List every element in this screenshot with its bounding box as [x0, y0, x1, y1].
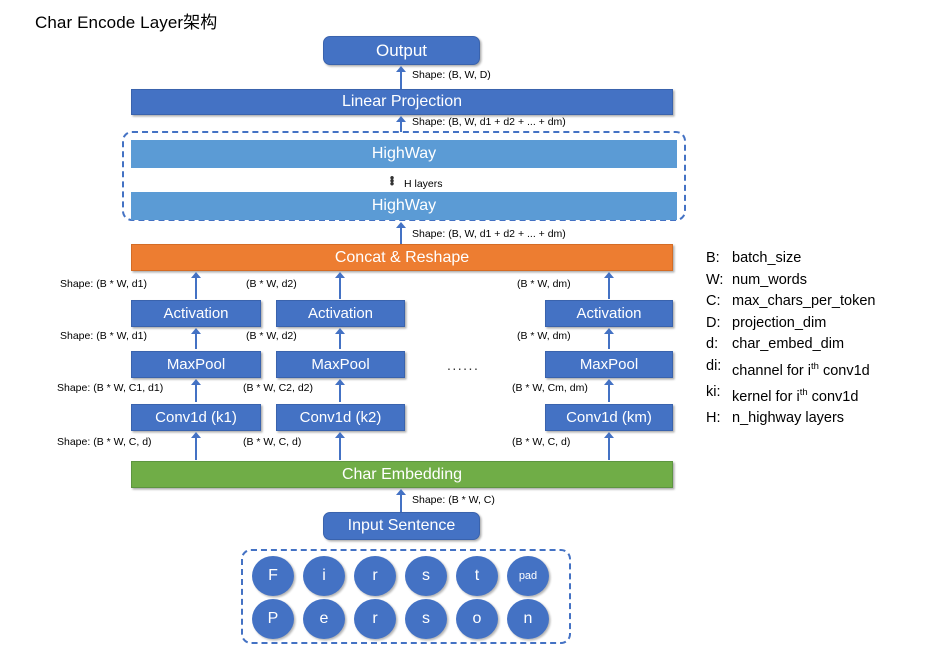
- arrow-colm-embedding-to-conv: [604, 432, 614, 460]
- char-cell[interactable]: t: [456, 556, 498, 596]
- legend-key: W:: [706, 271, 724, 288]
- legend-item-W: W: num_words: [706, 270, 875, 292]
- legend-value: batch_size: [732, 250, 802, 266]
- node-col2-maxpool[interactable]: MaxPool: [276, 351, 405, 378]
- arrow-col2-embedding-to-conv: [335, 432, 345, 460]
- node-col1-maxpool[interactable]: MaxPool: [131, 351, 261, 378]
- node-colm-activation[interactable]: Activation: [545, 300, 673, 327]
- legend-item-C: C: max_chars_per_token: [706, 291, 875, 313]
- vertical-ellipsis-icon: •••: [389, 170, 395, 191]
- arrow-input-to-embedding: [396, 489, 406, 512]
- page-title: Char Encode Layer架构: [35, 13, 218, 32]
- node-concat-reshape[interactable]: Concat & Reshape: [131, 244, 673, 271]
- legend-key: B:: [706, 250, 720, 266]
- shape-label-col1-conv-in: Shape: (B * W, C, d): [57, 436, 152, 448]
- legend-key: D:: [706, 314, 721, 331]
- legend-value: kernel for ith conv1d: [732, 386, 859, 405]
- legend-key: H:: [706, 410, 721, 427]
- node-output[interactable]: Output: [323, 36, 480, 65]
- arrow-col1-maxpool-to-activation: [191, 328, 201, 349]
- shape-label-embedding-in: Shape: (B * W, C): [412, 494, 495, 506]
- shape-label-col2-maxpool-out: (B * W, d2): [246, 330, 297, 342]
- arrow-col1-embedding-to-conv: [191, 432, 201, 460]
- arrow-highway-to-linear: [396, 116, 406, 132]
- legend-key: C:: [706, 293, 721, 309]
- arrow-colm-conv-to-maxpool: [604, 379, 614, 402]
- char-grid-container: [241, 549, 571, 644]
- arrow-colm-activation-to-concat: [604, 272, 614, 299]
- shape-label-col2-activation-out: (B * W, d2): [246, 278, 297, 290]
- arrow-col2-activation-to-concat: [335, 272, 345, 299]
- shape-label-colm-conv-in: (B * W, C, d): [512, 436, 571, 448]
- legend-value: max_chars_per_token: [732, 293, 876, 309]
- columns-ellipsis: ......: [447, 357, 480, 373]
- char-cell[interactable]: i: [303, 556, 345, 596]
- legend-item-ki: ki: kernel for ith conv1d: [706, 382, 875, 408]
- legend-value: char_embed_dim: [732, 336, 845, 352]
- highway-group-container: [122, 131, 686, 221]
- char-cell[interactable]: o: [456, 599, 498, 639]
- char-grid-row-1: F i r s t pad: [252, 556, 549, 596]
- node-colm-conv[interactable]: Conv1d (km): [545, 404, 673, 431]
- shape-label-col2-conv-in: (B * W, C, d): [243, 436, 302, 448]
- legend-item-di: di: channel for ith conv1d: [706, 356, 875, 382]
- char-cell[interactable]: r: [354, 599, 396, 639]
- node-col2-activation[interactable]: Activation: [276, 300, 405, 327]
- node-col1-activation[interactable]: Activation: [131, 300, 261, 327]
- char-cell[interactable]: e: [303, 599, 345, 639]
- legend-value: num_words: [732, 271, 807, 288]
- shape-label-col1-activation-out: Shape: (B * W, d1): [60, 278, 147, 290]
- arrow-col1-conv-to-maxpool: [191, 379, 201, 402]
- node-linear-projection[interactable]: Linear Projection: [131, 89, 673, 115]
- char-grid-row-2: P e r s o n: [252, 599, 549, 639]
- shape-label-col1-conv-out: Shape: (B * W, C1, d1): [57, 382, 164, 394]
- legend: B: batch_size W: num_words C: max_chars_…: [706, 248, 875, 430]
- char-cell[interactable]: s: [405, 556, 447, 596]
- node-colm-maxpool[interactable]: MaxPool: [545, 351, 673, 378]
- arrow-concat-to-highway: [396, 222, 406, 244]
- h-layers-note: H layers: [404, 178, 443, 190]
- node-highway-bottom[interactable]: HighWay: [131, 192, 677, 220]
- arrow-col2-maxpool-to-activation: [335, 328, 345, 349]
- shape-label-colm-conv-out: (B * W, Cm, dm): [512, 382, 588, 394]
- shape-label-output-in: Shape: (B, W, D): [412, 69, 491, 81]
- char-cell[interactable]: P: [252, 599, 294, 639]
- legend-value: channel for ith conv1d: [732, 360, 870, 379]
- char-cell-pad[interactable]: pad: [507, 556, 549, 596]
- legend-key: ki:: [706, 383, 721, 400]
- arrow-colm-maxpool-to-activation: [604, 328, 614, 349]
- arrow-col1-activation-to-concat: [191, 272, 201, 299]
- arrow-linear-to-output: [396, 66, 406, 90]
- char-cell[interactable]: r: [354, 556, 396, 596]
- shape-label-col1-maxpool-out: Shape: (B * W, d1): [60, 330, 147, 342]
- legend-item-d: d: char_embed_dim: [706, 334, 875, 356]
- legend-key: di:: [706, 357, 722, 374]
- arrow-col2-conv-to-maxpool: [335, 379, 345, 402]
- shape-label-colm-activation-out: (B * W, dm): [517, 278, 571, 290]
- char-cell[interactable]: n: [507, 599, 549, 639]
- node-col1-conv[interactable]: Conv1d (k1): [131, 404, 261, 431]
- shape-label-col2-conv-out: (B * W, C2, d2): [243, 382, 314, 394]
- shape-label-linear-in: Shape: (B, W, d1 + d2 + ... + dm): [412, 116, 566, 128]
- node-input-sentence[interactable]: Input Sentence: [323, 512, 480, 540]
- legend-item-D: D: projection_dim: [706, 313, 875, 335]
- char-cell[interactable]: s: [405, 599, 447, 639]
- legend-key: d:: [706, 336, 719, 352]
- char-cell[interactable]: F: [252, 556, 294, 596]
- node-col2-conv[interactable]: Conv1d (k2): [276, 404, 405, 431]
- legend-value: projection_dim: [732, 314, 827, 331]
- node-highway-top[interactable]: HighWay: [131, 140, 677, 168]
- legend-value: n_highway layers: [732, 410, 845, 427]
- shape-label-colm-maxpool-out: (B * W, dm): [517, 330, 571, 342]
- shape-label-highway-in: Shape: (B, W, d1 + d2 + ... + dm): [412, 228, 566, 240]
- legend-item-B: B: batch_size: [706, 248, 875, 270]
- legend-item-H: H: n_highway layers: [706, 408, 875, 430]
- node-char-embedding[interactable]: Char Embedding: [131, 461, 673, 488]
